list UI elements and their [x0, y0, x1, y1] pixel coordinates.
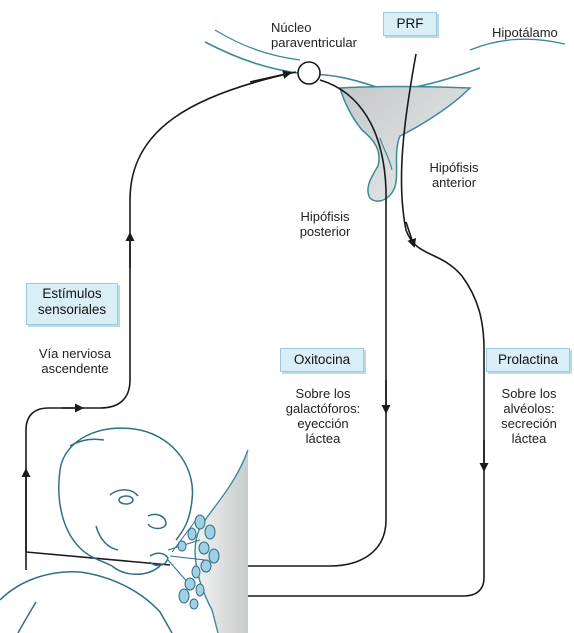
oxitocina-box: Oxitocina: [280, 348, 364, 372]
prolactina-box: Prolactina: [486, 348, 570, 372]
breast-shape: [195, 450, 248, 633]
prf-box: PRF: [383, 12, 437, 36]
estimulos-box: Estímulos sensoriales: [26, 283, 118, 325]
estimulos-label: Estímulos sensoriales: [38, 286, 106, 317]
ascending-arrow-4: [250, 73, 290, 82]
nipple-stimulus-line: [26, 552, 170, 565]
oxitocina-label: Oxitocina: [294, 352, 350, 367]
label-hipotalamo: Hipotálamo: [492, 25, 558, 40]
prf-label: PRF: [397, 16, 424, 31]
label-hipofisis-anterior: Hipófisis anterior: [418, 160, 490, 190]
prolactin-pathway: [212, 54, 484, 596]
infant-illustration: [0, 428, 193, 633]
prolactina-label: Prolactina: [498, 352, 558, 367]
label-hipofisis-posterior: Hipófisis posterior: [289, 209, 361, 239]
label-nucleo-paraventricular: Núcleo paraventricular: [271, 20, 381, 50]
label-oxitocina-efecto: Sobre los galactóforos: eyección láctea: [282, 386, 364, 446]
label-via-nerviosa: Vía nerviosa ascendente: [27, 346, 123, 376]
label-prolactina-efecto: Sobre los alvéolos: secreción láctea: [490, 386, 568, 446]
paraventricular-nucleus-circle: [298, 62, 320, 84]
